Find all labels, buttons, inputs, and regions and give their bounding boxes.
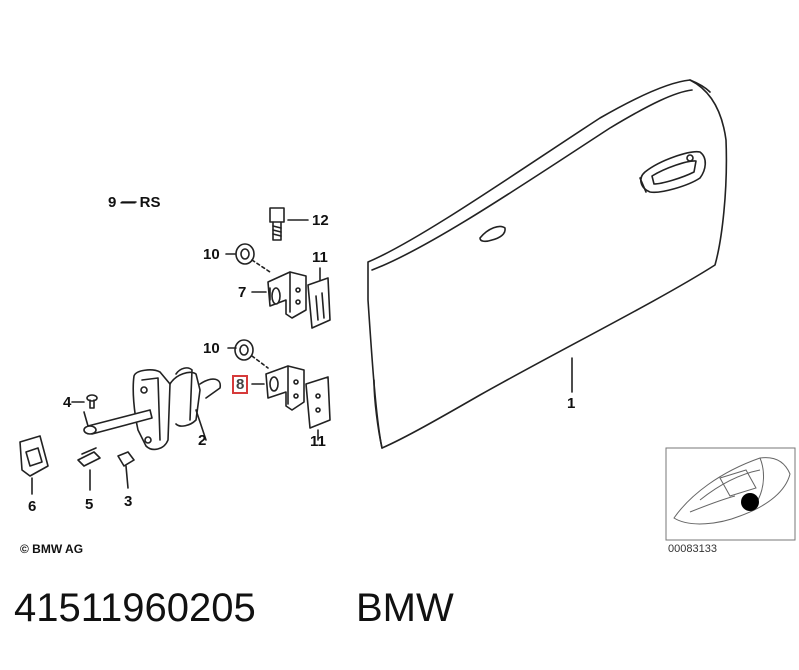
label-7: 7 (238, 284, 247, 301)
part-number: 41511960205 (14, 586, 256, 630)
screw-3 (117, 451, 135, 489)
label-10-lower: 10 (203, 340, 220, 357)
clip-5 (77, 447, 101, 491)
label-3: 3 (124, 493, 133, 510)
label-2: 2 (198, 432, 207, 449)
lower-hinge (227, 339, 331, 441)
label-1: 1 (567, 395, 576, 412)
label-11-lower: 11 (310, 433, 326, 450)
cover-6 (19, 435, 49, 495)
door-panel (367, 79, 728, 449)
label-4: 4 (63, 394, 72, 411)
upper-hinge (225, 207, 331, 329)
label-8-highlighted: 8 (232, 375, 249, 394)
label-11-upper: 11 (312, 249, 328, 266)
door-check (83, 367, 222, 451)
label-6: 6 (28, 498, 37, 515)
label-9-rs: 9 — RS (108, 194, 161, 211)
label-5: 5 (85, 496, 94, 513)
brand-name: BMW (356, 586, 454, 630)
copyright-text: © BMW AG (20, 542, 84, 556)
label-12: 12 (312, 212, 329, 229)
label-10-upper: 10 (203, 246, 220, 263)
diagram-reference-number: 00083133 (668, 543, 717, 555)
screw-4 (71, 394, 98, 409)
car-thumbnail (665, 447, 796, 541)
